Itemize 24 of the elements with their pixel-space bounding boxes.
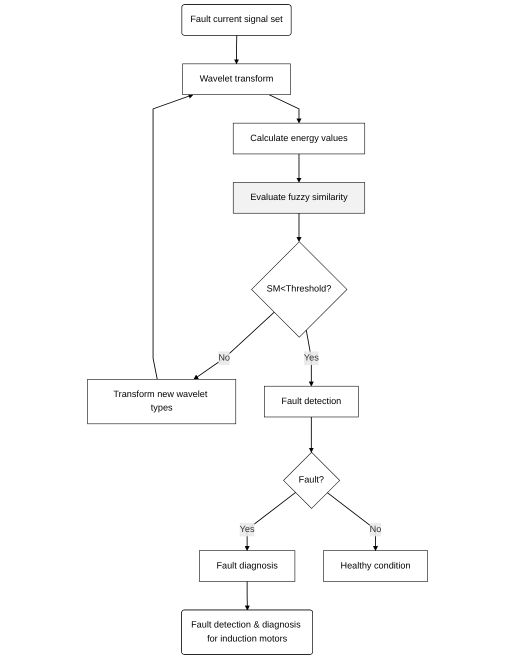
node-diamond: SM<Threshold?: [252, 241, 348, 338]
arrow: [234, 35, 240, 64]
arrow: [194, 312, 275, 380]
node-box: Transform new wavelet types: [88, 379, 236, 424]
arrow: [245, 581, 250, 610]
edge-label: No: [218, 353, 230, 363]
arrow: [296, 212, 302, 242]
node-diamond: Fault?: [284, 452, 340, 509]
arrow: [327, 492, 378, 551]
node-box: Wavelet transform: [182, 64, 292, 95]
node-box: Fault detection: [264, 386, 360, 418]
node-box: Healthy condition: [324, 550, 428, 582]
arrow: [309, 416, 314, 453]
node-box: Evaluate fuzzy similarity: [233, 182, 366, 214]
edge-label: No: [370, 524, 382, 534]
arrow: [245, 492, 296, 551]
arrow: [296, 154, 302, 183]
arrow: [268, 94, 302, 124]
arrow: [306, 329, 314, 386]
node-box: Fault diagnosis: [199, 550, 296, 582]
edge-label: Yes: [240, 524, 255, 534]
node-box: Calculate energy values: [233, 122, 366, 154]
arrow: [153, 94, 194, 380]
edge-label: Yes: [304, 353, 320, 363]
